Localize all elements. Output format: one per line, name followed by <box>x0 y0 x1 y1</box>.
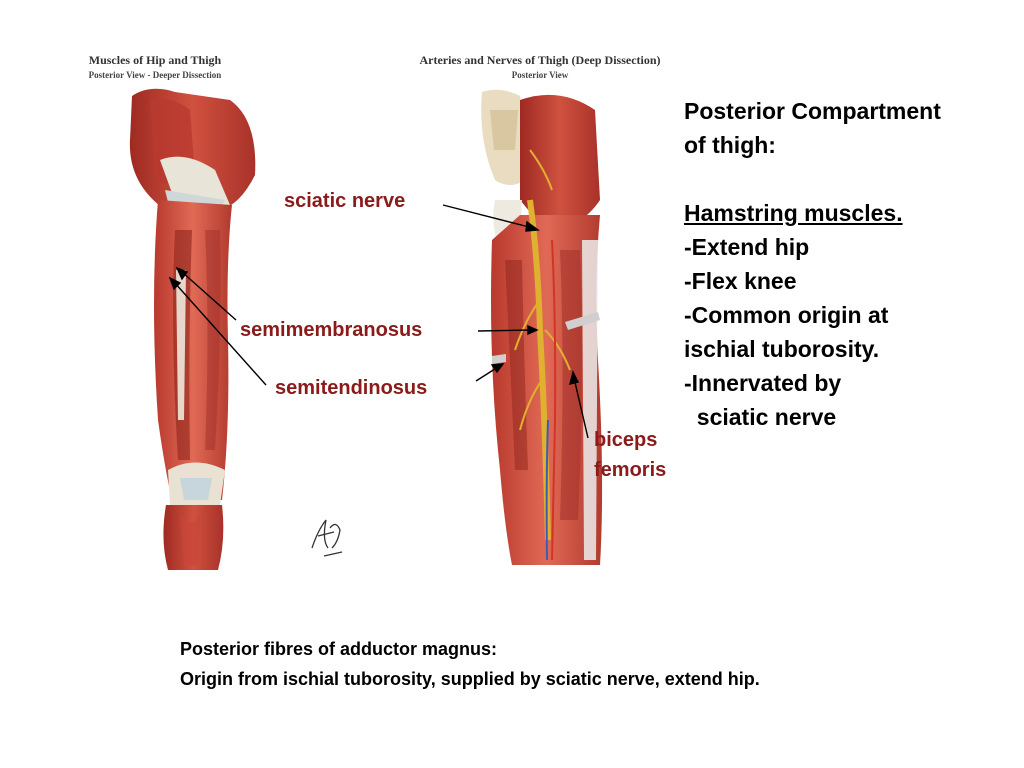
note-line2: Origin from ischial tuborosity, supplied… <box>180 669 760 689</box>
right-figure-subtitle: Posterior View <box>511 70 569 80</box>
posterior-compartment-description: Posterior Compartment of thigh: Hamstrin… <box>684 94 1014 434</box>
label-biceps: biceps <box>594 429 658 451</box>
label-sciatic-nerve: sciatic nerve <box>284 190 406 212</box>
item-flex-knee: -Flex knee <box>684 268 797 294</box>
heading-line1: Posterior Compartment <box>684 98 941 124</box>
pointer-arrows <box>168 204 589 439</box>
label-semitendinosus: semitendinosus <box>275 377 428 399</box>
heading-line2: of thigh: <box>684 132 776 158</box>
left-thigh-illustration <box>129 88 256 570</box>
note-line1: Posterior fibres of adductor magnus: <box>180 639 498 659</box>
artist-signature <box>311 519 343 557</box>
hamstring-subheading: Hamstring muscles. <box>684 200 903 226</box>
label-femoris: femoris <box>594 459 667 481</box>
item-extend-hip: -Extend hip <box>684 234 810 260</box>
item-ischial-tuberosity: ischial tuborosity. <box>684 336 880 362</box>
item-innervated-by: -Innervated by <box>684 370 842 396</box>
right-thigh-illustration <box>481 89 603 565</box>
left-figure-title: Muscles of Hip and Thigh <box>88 53 222 67</box>
right-figure-title: Arteries and Nerves of Thigh (Deep Disse… <box>419 53 661 67</box>
left-figure-subtitle: Posterior View - Deeper Dissection <box>88 70 222 80</box>
adductor-magnus-note: Posterior fibres of adductor magnus: Ori… <box>180 634 980 694</box>
item-sciatic-nerve: sciatic nerve <box>684 404 837 430</box>
label-semimembranosus: semimembranosus <box>240 319 423 341</box>
item-common-origin: -Common origin at <box>684 302 889 328</box>
